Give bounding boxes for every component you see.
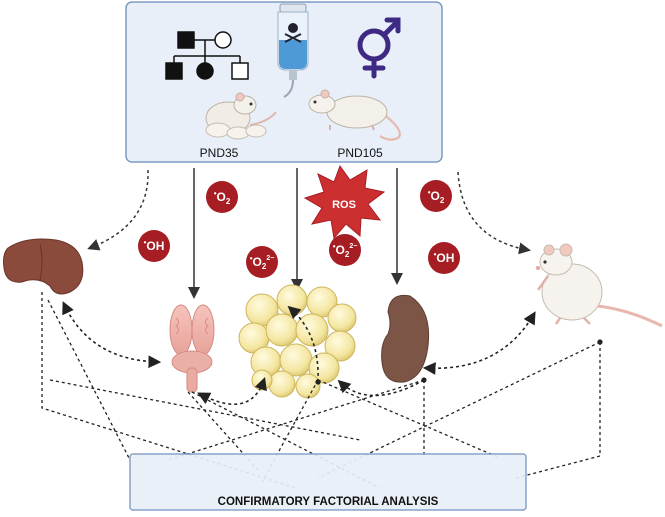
radical-badge: •O2 bbox=[206, 181, 238, 213]
radical-badge: •OH bbox=[138, 230, 170, 262]
radical-circle bbox=[420, 180, 452, 212]
radical-label: •O22− bbox=[250, 254, 275, 271]
radical-label: •O2 bbox=[214, 189, 231, 206]
radical-circle bbox=[428, 242, 460, 274]
rat-with-pups-icon bbox=[205, 92, 277, 140]
top-panel: PND35 PND105 bbox=[125, 1, 443, 163]
radical-label: •OH bbox=[144, 238, 165, 253]
fat-cell bbox=[324, 330, 356, 362]
fat-cell bbox=[265, 313, 299, 347]
cfa-title: CONFIRMATORY FACTORIAL ANALYSIS bbox=[218, 496, 439, 508]
radical-badges: •O2 •OH •O22− •O22− •O2 •OH bbox=[138, 180, 460, 278]
radical-circle bbox=[329, 234, 361, 266]
fat-cell bbox=[295, 373, 321, 399]
fat-cell bbox=[295, 313, 329, 347]
radical-label: •O22− bbox=[333, 242, 358, 259]
adult-rat-icon bbox=[308, 89, 401, 141]
pnd35-label: PND35 bbox=[200, 146, 239, 160]
radical-circle bbox=[138, 230, 170, 262]
radical-badge: •O2 bbox=[420, 180, 452, 212]
radical-label: •O2 bbox=[428, 188, 445, 205]
liver-icon bbox=[3, 238, 84, 295]
pnd105-label: PND105 bbox=[337, 146, 383, 160]
rat-icon bbox=[536, 243, 663, 328]
water-bottle-toxin-icon bbox=[277, 3, 309, 98]
kidney-icon bbox=[381, 294, 430, 383]
connector-dots bbox=[315, 339, 603, 385]
radical-circle bbox=[206, 181, 238, 213]
radical-badge: •OH bbox=[428, 242, 460, 274]
radical-badge: •O22− bbox=[246, 246, 278, 278]
brain-icon bbox=[169, 304, 215, 393]
radical-circle bbox=[246, 246, 278, 278]
ros-label: ROS bbox=[332, 199, 356, 211]
radical-badge: •O22− bbox=[329, 234, 361, 266]
ros-burst: ROS bbox=[303, 164, 386, 240]
pedigree-icon bbox=[165, 31, 249, 80]
exposure-arrows bbox=[87, 168, 531, 299]
cfa-panel: CONFIRMATORY FACTORIAL ANALYSIS bbox=[129, 453, 527, 511]
adipose-tissue-icon bbox=[238, 284, 357, 399]
intersex-symbol-icon bbox=[357, 17, 401, 79]
fat-cell bbox=[327, 303, 357, 333]
fat-cell bbox=[268, 370, 296, 398]
radical-label: •OH bbox=[434, 250, 455, 265]
fat-cell bbox=[251, 369, 273, 391]
